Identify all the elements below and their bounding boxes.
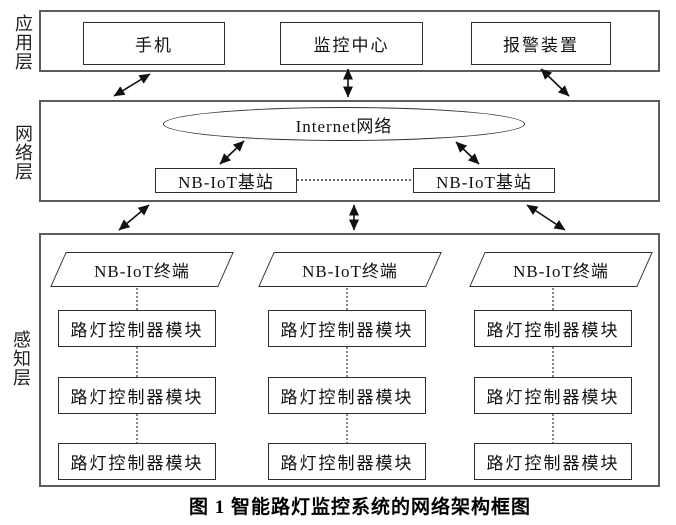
node-alarm-device: 报警装置 (471, 22, 611, 65)
nb-iot-terminal-1: NB-IoT终端 (50, 252, 234, 287)
arrow-phone-network (113, 73, 151, 97)
nb-iot-terminal-2: NB-IoT终端 (258, 252, 442, 287)
lamp-controller-module-2-2: 路灯控制器模块 (268, 377, 426, 414)
lamp-controller-module-1-1: 路灯控制器模块 (58, 310, 216, 347)
lamp-controller-module-3-3: 路灯控制器模块 (474, 443, 632, 480)
node-phone: 手机 (83, 22, 225, 65)
perception-layer-label: 感知层 (11, 330, 31, 387)
nb-iot-base-station-left: NB-IoT基站 (155, 168, 297, 193)
nb-iot-base-station-right: NB-IoT基站 (413, 168, 555, 193)
application-layer-label: 应用层 (13, 14, 33, 71)
lamp-controller-module-1-2: 路灯控制器模块 (58, 377, 216, 414)
lamp-controller-module-2-3: 路灯控制器模块 (268, 443, 426, 480)
arrow-network-terminal-3 (526, 204, 566, 231)
nb-iot-terminal-3-label: NB-IoT终端 (513, 262, 609, 281)
nb-iot-terminal-2-label: NB-IoT终端 (302, 262, 398, 281)
arrow-alarm-network (540, 68, 570, 97)
node-monitor-center: 监控中心 (280, 22, 423, 65)
lamp-controller-module-2-1: 路灯控制器模块 (268, 310, 426, 347)
arrow-network-terminal-1 (118, 204, 150, 231)
nb-iot-terminal-1-label: NB-IoT终端 (94, 262, 190, 281)
lamp-controller-module-3-2: 路灯控制器模块 (474, 377, 632, 414)
lamp-controller-module-1-3: 路灯控制器模块 (58, 443, 216, 480)
nb-iot-terminal-3: NB-IoT终端 (469, 252, 653, 287)
lamp-controller-module-3-1: 路灯控制器模块 (474, 310, 632, 347)
network-layer-label: 网络层 (13, 124, 33, 181)
internet-cloud: Internet网络 (163, 107, 525, 141)
figure-caption: 图 1 智能路灯监控系统的网络架构框图 (188, 497, 531, 518)
